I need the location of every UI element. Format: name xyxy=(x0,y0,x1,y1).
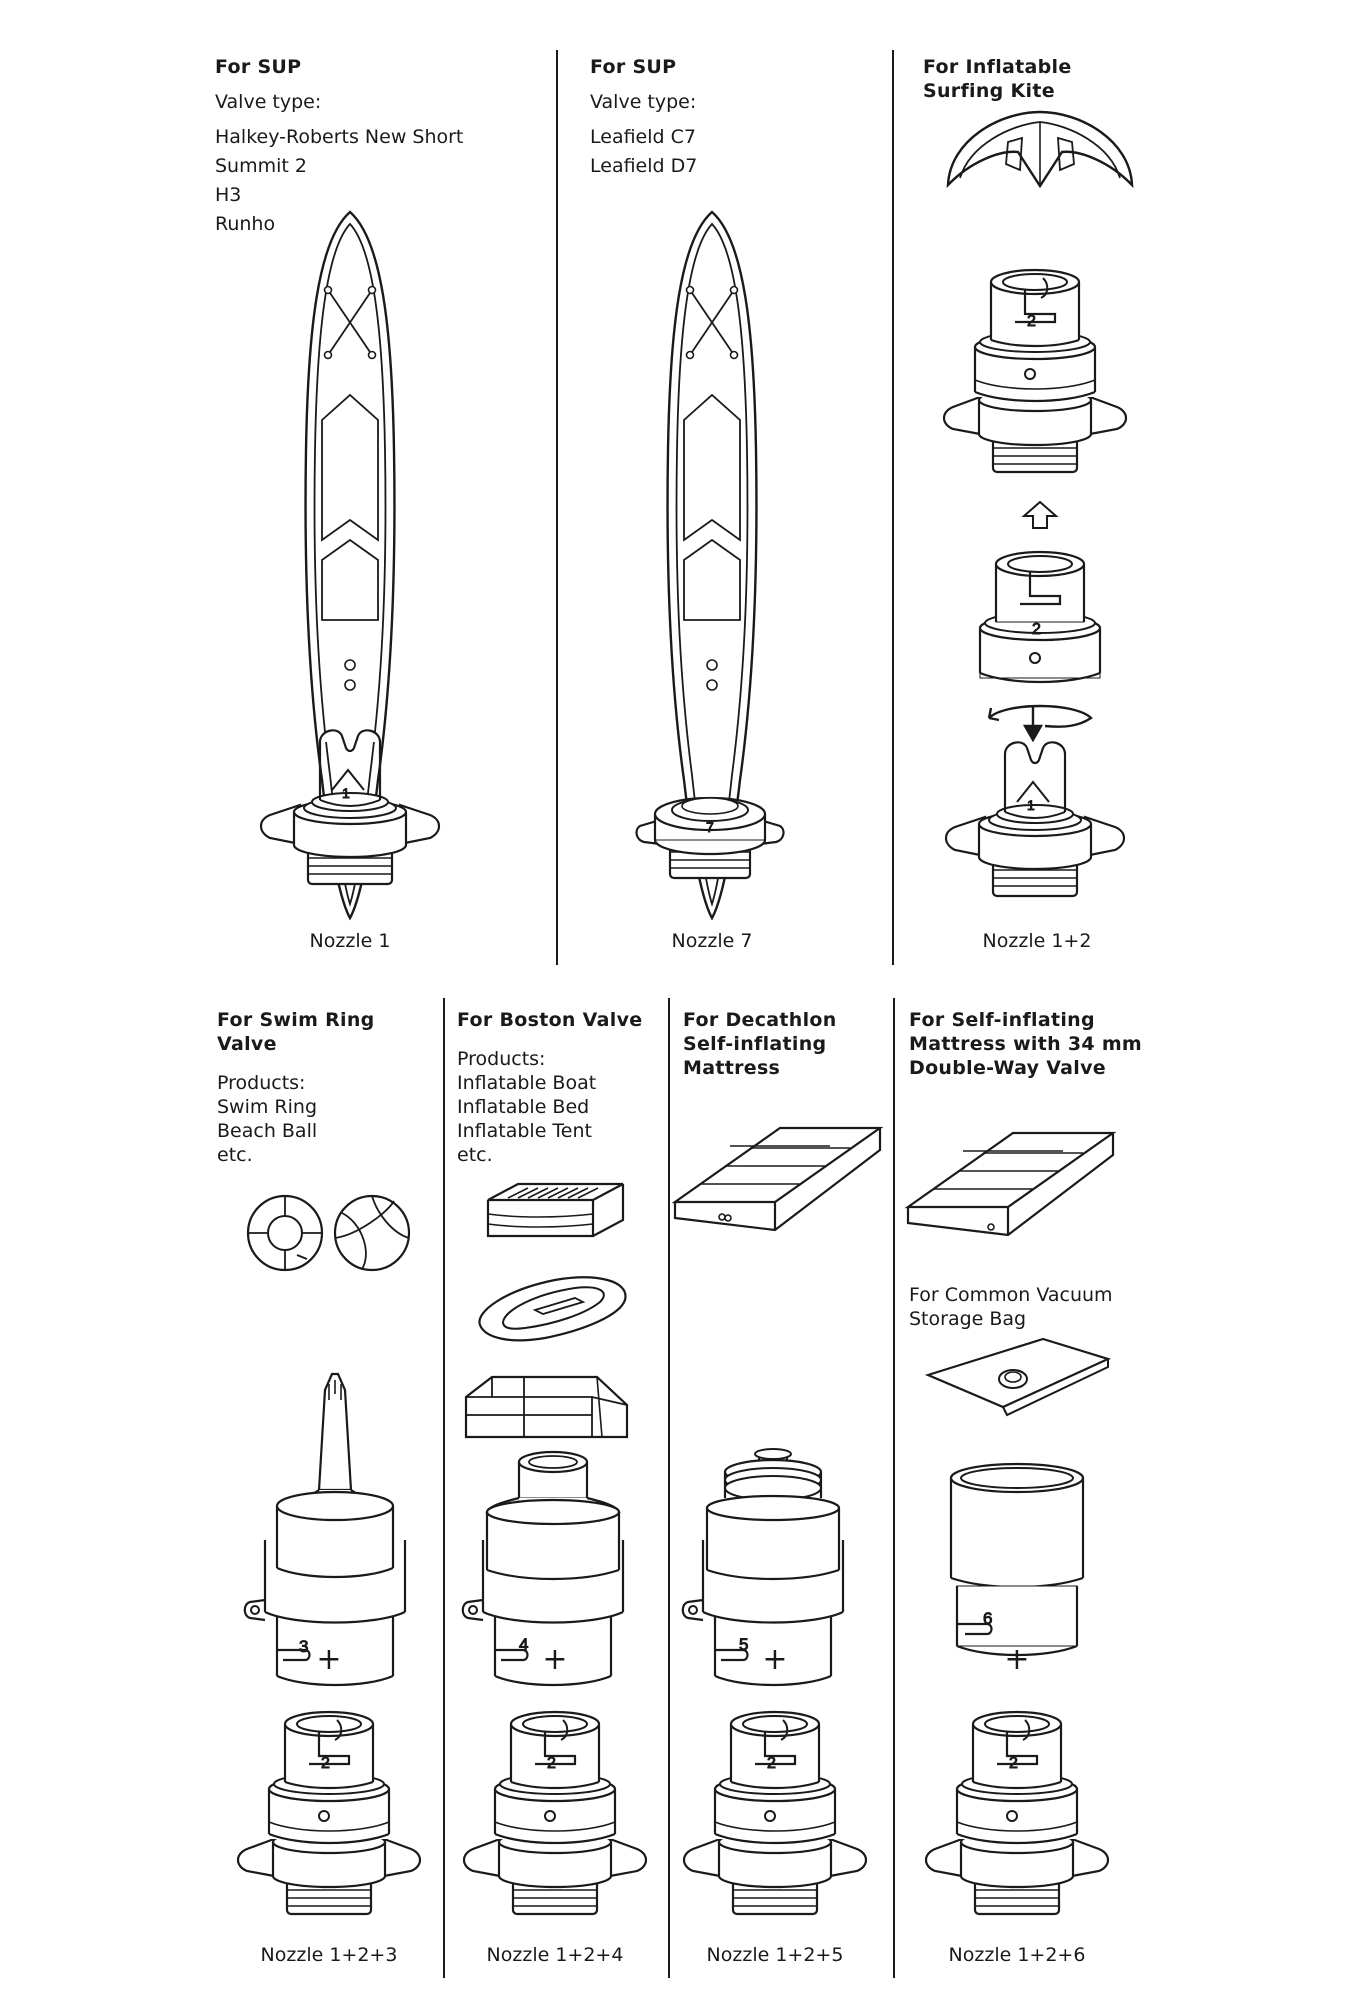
selfinf-title: For Self-inflating Mattress with 34 mm D… xyxy=(909,1009,1143,1079)
nozzle-6-illustration: 6 xyxy=(949,1462,1085,1657)
sup2-valve-item: Leafield C7 xyxy=(590,126,696,148)
vacuum-bag-icon xyxy=(924,1337,1112,1417)
nozzle-3-illustration: 3 xyxy=(243,1372,407,1687)
nozzle-4-illustration: 4 xyxy=(461,1450,625,1687)
kite-nozzle-2-adapter: 2 xyxy=(978,550,1102,684)
air-bed-icon xyxy=(486,1182,625,1238)
sup1-valve-label: Valve type: xyxy=(215,91,322,113)
boston-product-item: etc. xyxy=(457,1144,493,1166)
stack-number-selfinf: 2 xyxy=(1009,1755,1018,1772)
mattress-icon-decathlon xyxy=(671,1126,884,1232)
nozzle-1-2-stack-selfinf: 2 xyxy=(924,1710,1110,1916)
stack-number-swim: 2 xyxy=(321,1755,330,1772)
decathlon-title: For Decathlon Self-inflating Mattress xyxy=(683,1009,837,1079)
swim-product-item: etc. xyxy=(217,1144,253,1166)
plus-sign-boston: + xyxy=(542,1642,568,1677)
swim-info: For Swim Ring Valve Products: Swim Ring … xyxy=(217,1008,439,1167)
sup-board-2 xyxy=(666,210,758,921)
boston-title: For Boston Valve xyxy=(457,1009,643,1031)
selfinf-info: For Self-inflating Mattress with 34 mm D… xyxy=(909,1008,1149,1080)
boston-product-item: Inflatable Tent xyxy=(457,1120,592,1142)
nozzle-5-illustration: 5 xyxy=(681,1448,845,1687)
boston-product-item: Inflatable Boat xyxy=(457,1072,597,1094)
plus-sign-selfinf: + xyxy=(1004,1642,1030,1677)
kite-number-1: 1 xyxy=(1027,797,1035,813)
plus-sign-swim: + xyxy=(316,1642,342,1677)
caption-nozzle-1-2-4: Nozzle 1+2+4 xyxy=(486,1944,624,1966)
sup1-valve-item: Summit 2 xyxy=(215,155,307,177)
stack-number-decathlon: 2 xyxy=(767,1755,776,1772)
swim-product-item: Swim Ring xyxy=(217,1096,318,1118)
caption-nozzle-7: Nozzle 7 xyxy=(671,930,753,952)
caption-nozzle-1: Nozzle 1 xyxy=(309,930,391,952)
sup1-info: For SUP Valve type: Halkey-Roberts New S… xyxy=(215,55,545,239)
rotate-arrow-icon xyxy=(987,704,1093,743)
kite-nozzle-2-assembled: 2 xyxy=(942,268,1128,474)
beach-ball-icon xyxy=(333,1194,411,1272)
nozzle-1-2-stack-decathlon: 2 xyxy=(682,1710,868,1916)
nozzle-4-number: 4 xyxy=(519,1635,528,1654)
sup1-title: For SUP xyxy=(215,56,302,78)
nozzle-7-illustration: 7 xyxy=(635,796,785,880)
inflatable-boat-icon xyxy=(478,1276,627,1342)
sup2-valve-label: Valve type: xyxy=(590,91,697,113)
decathlon-info: For Decathlon Self-inflating Mattress xyxy=(683,1008,888,1080)
nozzle-3-number: 3 xyxy=(299,1637,308,1656)
arrow-up-icon xyxy=(1021,500,1059,529)
divider-bottom-3 xyxy=(893,998,895,1978)
divider-top-2 xyxy=(892,50,894,965)
nozzle-1-illustration: 1 xyxy=(259,729,441,886)
sup1-valve-item: H3 xyxy=(215,184,242,206)
selfinf-subtitle: For Common Vacuum Storage Bag xyxy=(909,1284,1113,1330)
swim-products-label: Products: xyxy=(217,1072,306,1094)
nozzle-1-2-stack-boston: 2 xyxy=(462,1710,648,1916)
sup2-valve-item: Leafield D7 xyxy=(590,155,698,177)
kite-number-2-top: 2 xyxy=(1027,313,1036,330)
swim-ring-icon xyxy=(246,1194,324,1272)
caption-nozzle-1-2: Nozzle 1+2 xyxy=(982,930,1092,952)
kite-title: For Inflatable Surfing Kite xyxy=(923,56,1072,102)
swim-title: For Swim Ring Valve xyxy=(217,1009,375,1055)
nozzle-1-number: 1 xyxy=(342,785,350,801)
divider-bottom-1 xyxy=(443,998,445,1978)
mattress-icon-selfinflating xyxy=(904,1131,1117,1237)
caption-nozzle-1-2-6: Nozzle 1+2+6 xyxy=(948,1944,1086,1966)
caption-nozzle-1-2-5: Nozzle 1+2+5 xyxy=(706,1944,844,1966)
sup1-valve-item: Halkey-Roberts New Short xyxy=(215,126,464,148)
divider-top-1 xyxy=(556,50,558,965)
kite-info: For Inflatable Surfing Kite xyxy=(923,55,1223,103)
divider-bottom-2 xyxy=(668,998,670,1978)
swim-product-item: Beach Ball xyxy=(217,1120,318,1142)
caption-nozzle-1-2-3: Nozzle 1+2+3 xyxy=(260,1944,398,1966)
nozzle-7-number: 7 xyxy=(706,819,714,835)
kite-illustration xyxy=(946,110,1134,189)
boston-products-label: Products: xyxy=(457,1048,546,1070)
boston-info: For Boston Valve Products: Inflatable Bo… xyxy=(457,1008,662,1167)
stack-number-boston: 2 xyxy=(547,1755,556,1772)
sup1-valve-item: Runho xyxy=(215,213,276,235)
inflatable-tent-icon xyxy=(464,1375,629,1439)
nozzle-6-number: 6 xyxy=(983,1609,992,1628)
kite-nozzle-1: 1 xyxy=(944,741,1126,898)
sup2-title: For SUP xyxy=(590,56,677,78)
kite-number-2-mid: 2 xyxy=(1032,621,1041,638)
plus-sign-decathlon: + xyxy=(762,1642,788,1677)
boston-product-item: Inflatable Bed xyxy=(457,1096,590,1118)
sup2-info: For SUP Valve type: Leafield C7 Leafield… xyxy=(590,55,880,181)
nozzle-1-2-stack-swim: 2 xyxy=(236,1710,422,1916)
nozzle-5-number: 5 xyxy=(739,1635,748,1654)
